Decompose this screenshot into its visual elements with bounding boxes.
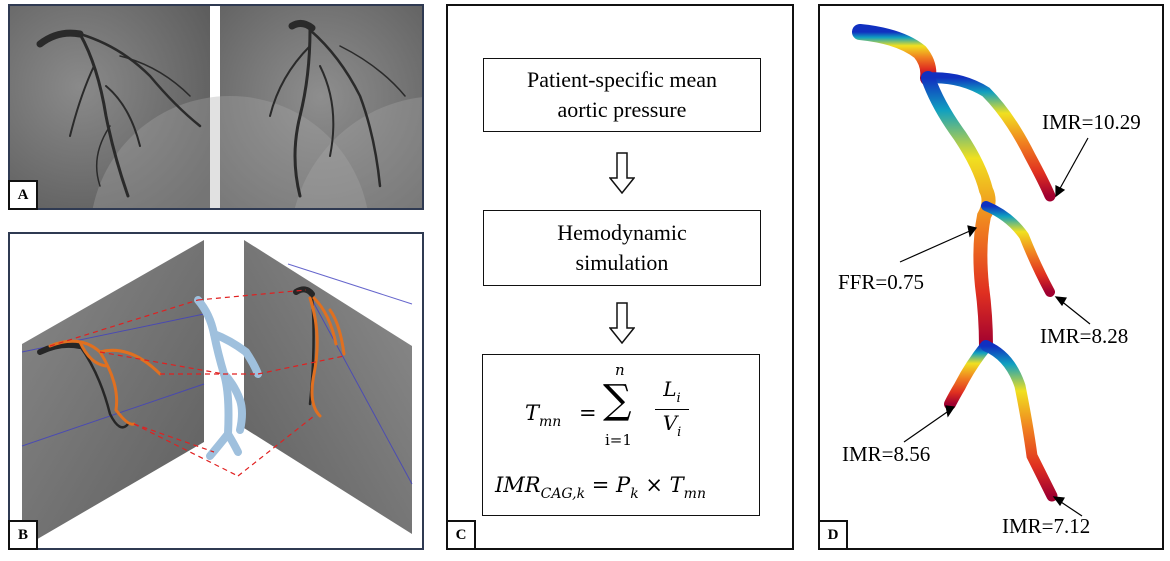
flow-step-aortic-pressure: Patient-specific mean aortic pressure [483,58,761,132]
down-arrow-icon [609,152,635,194]
flow-step-2-line-2: simulation [575,250,669,275]
vessel-tree-right [269,19,406,198]
flow-step-1-line-2: aortic pressure [557,97,687,122]
fraction-numerator: Li [663,377,681,406]
panel-label-b: B [8,520,38,550]
reconstruction-view [21,240,413,548]
fraction-denominator: Vi [662,411,682,440]
panel-d-pressure-map: IMR=10.29 FFR=0.75 IMR=8.28 IMR=8.56 IMR… [818,4,1164,550]
fraction-bar [655,409,689,410]
down-arrow-icon [609,302,635,344]
imr-label-1: IMR=10.29 [1042,110,1141,134]
ffr-label: FFR=0.75 [838,270,924,294]
vessel-tree-left [36,29,202,198]
summation-icon: ∑ [603,377,632,423]
centerlines [48,296,346,426]
flow-step-2-line-1: Hemodynamic [557,220,687,245]
angiogram-pair [10,6,422,208]
tmn-symbol: Tmn [525,401,562,430]
panel-c-workflow: Patient-specific mean aortic pressure He… [446,4,794,550]
imr-label-3: IMR=8.56 [842,442,931,466]
imr-label-2: IMR=8.28 [1040,324,1129,348]
panel-label-c: C [446,520,476,550]
equals-sign: = [579,401,597,425]
sum-upper-limit: n [615,361,625,379]
sum-lower-limit: i=1 [605,431,632,449]
panel-label-d: D [818,520,848,550]
panel-a-angiograms: A [8,4,424,210]
imr-formula: IMRCAG,k = Pk × Tmn [495,473,706,502]
projection-plane-right [244,240,412,534]
panel-label-a: A [8,180,38,210]
correspondence-lines [49,289,345,477]
annotation-arrows [899,137,1091,517]
3d-vessel-model [194,296,262,460]
imr-label-4: IMR=7.12 [1002,514,1091,538]
projection-plane-left [22,240,204,548]
formula-box: Tmn = n ∑ i=1 Li Vi IMRCAG,k = Pk × Tmn [482,354,760,516]
panel-b-3d-reconstruction: B [8,232,424,550]
flow-step-1-line-1: Patient-specific mean [527,67,717,92]
flow-step-hemodynamic-simulation: Hemodynamic simulation [483,210,761,286]
colored-vessel-model [852,24,1091,517]
vessel-tree [852,24,1058,502]
